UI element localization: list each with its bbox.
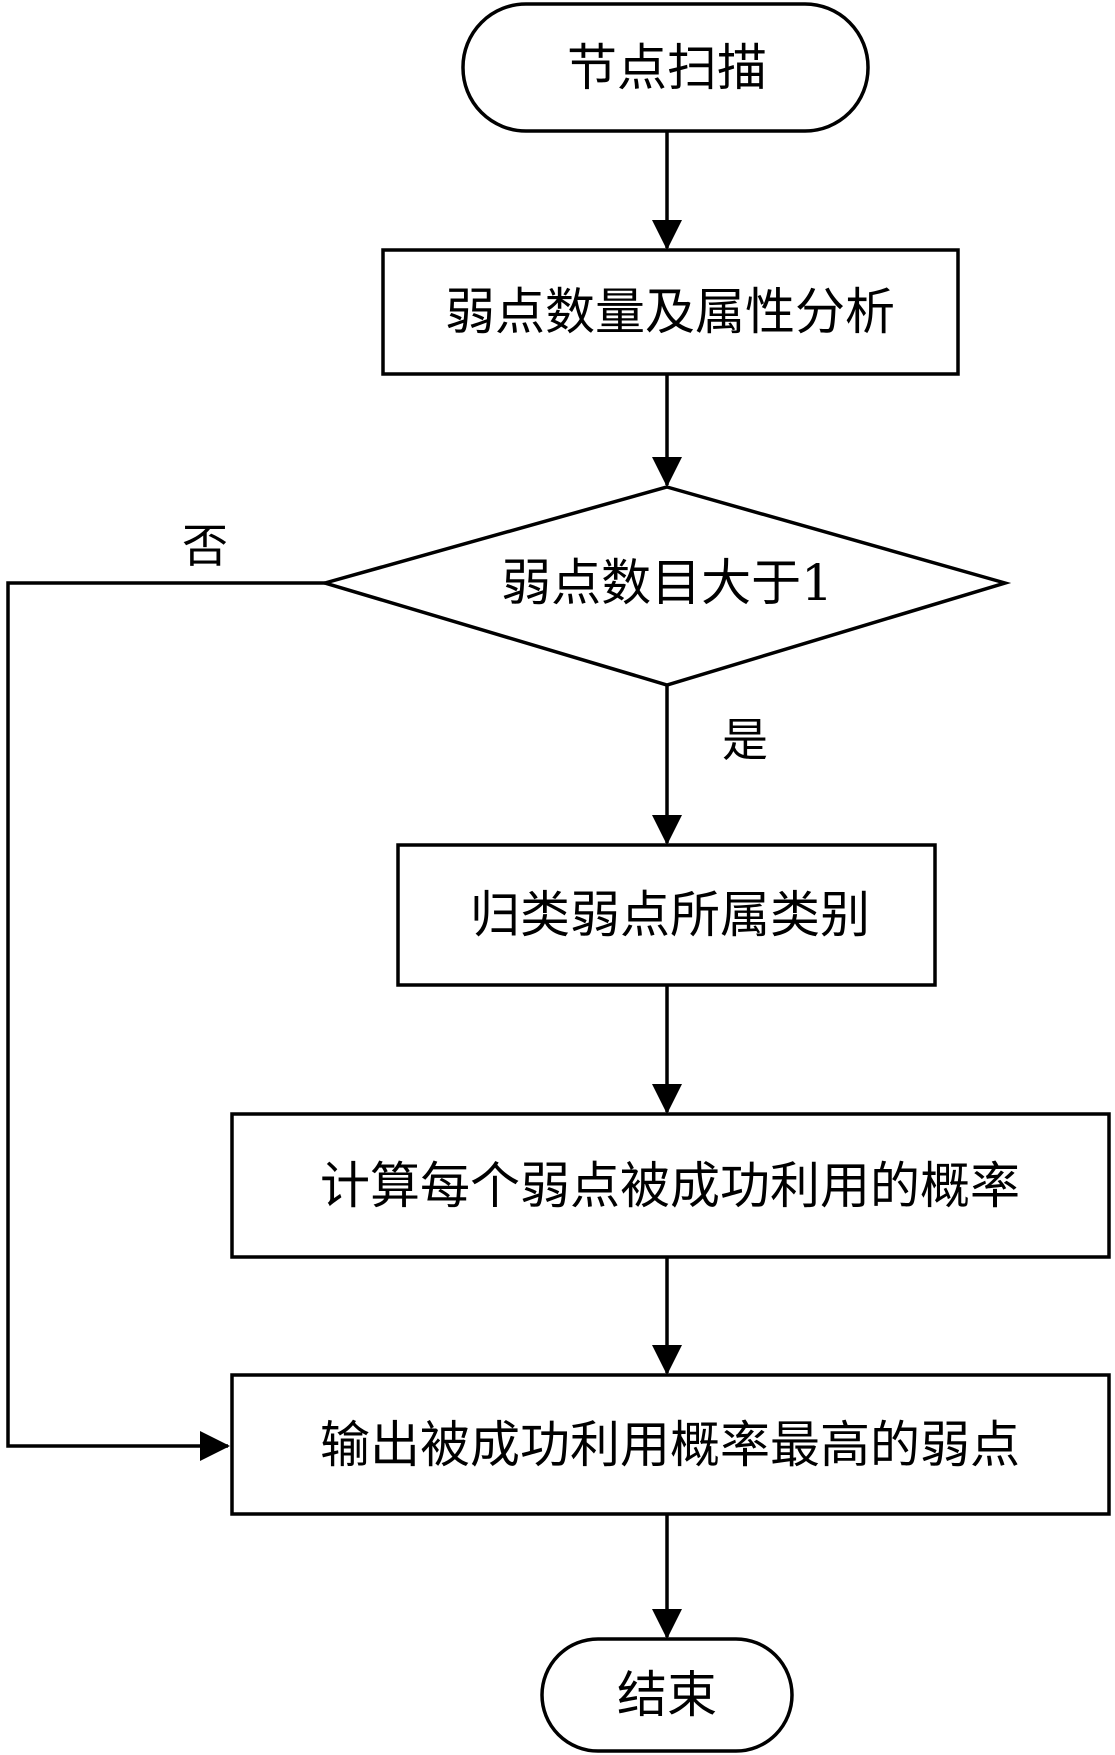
start-node: 节点扫描 — [461, 2, 870, 133]
output-node: 输出被成功利用概率最高的弱点 — [230, 1373, 1111, 1516]
end-node-label: 结束 — [617, 1666, 717, 1724]
edge-decision-no-to-output — [6, 581, 325, 1461]
edges — [6, 131, 682, 1639]
decision-node: 弱点数目大于1 — [318, 485, 1012, 687]
start-node-label: 节点扫描 — [567, 39, 767, 97]
compute-node-label: 计算每个弱点被成功利用的概率 — [320, 1157, 1020, 1215]
analyze-node: 弱点数量及属性分析 — [381, 248, 960, 376]
output-node-label: 输出被成功利用概率最高的弱点 — [320, 1416, 1020, 1474]
decision-node-label: 弱点数目大于1 — [501, 554, 833, 612]
analyze-node-label: 弱点数量及属性分析 — [445, 283, 895, 341]
classify-node-label: 归类弱点所属类别 — [470, 886, 870, 944]
edge-label-yes: 是 — [722, 713, 768, 767]
edge-label-no: 否 — [182, 519, 228, 573]
compute-node: 计算每个弱点被成功利用的概率 — [230, 1112, 1111, 1259]
end-node: 结束 — [540, 1637, 794, 1753]
classify-node: 归类弱点所属类别 — [396, 843, 937, 987]
